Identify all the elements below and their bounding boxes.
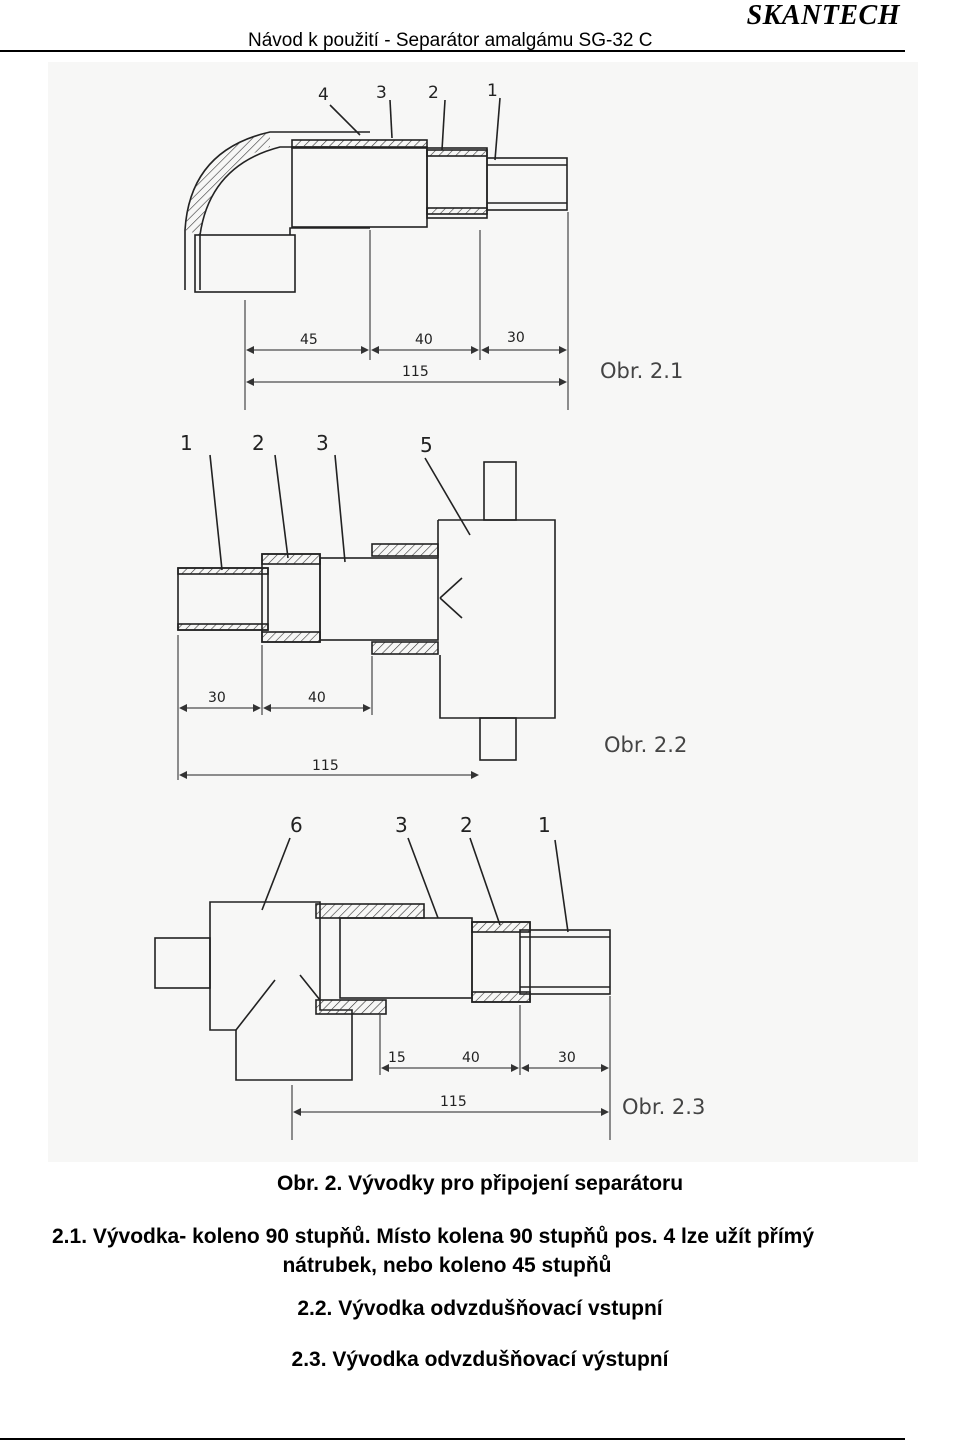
- dim-40: 40: [308, 690, 326, 706]
- dim-30: 30: [507, 330, 525, 346]
- dim-115: 115: [402, 364, 429, 380]
- callout-3: 3: [395, 813, 408, 837]
- figure-2-1-labels: 4 3 2 1 45 40 30 115: [300, 81, 525, 380]
- callout-5: 5: [420, 433, 433, 457]
- figure-2-2-labels: 1 2 3 5 30 40 115: [180, 431, 433, 774]
- section-2-1-line2: nátrubek, nebo koleno 45 stupňů: [282, 1254, 612, 1277]
- callout-1: 1: [180, 431, 193, 455]
- brand-logo: SKANTECH: [746, 0, 900, 31]
- dim-30: 30: [558, 1050, 576, 1066]
- dim-15: 15: [388, 1050, 406, 1066]
- callout-2: 2: [428, 83, 439, 103]
- figure-2-2-label: Obr. 2.2: [604, 733, 687, 757]
- callout-2: 2: [252, 431, 265, 455]
- section-2-2-text: 2.2. Vývodka odvzdušňovací vstupní: [297, 1297, 663, 1320]
- technical-drawing: 4 3 2 1 45 40 30 115 Obr. 2.1: [154, 81, 705, 1140]
- figure-2-2: [177, 454, 556, 780]
- dim-40: 40: [415, 332, 433, 348]
- section-2-1-text: 2.1. Vývodka- koleno 90 stupňů. Místo ko…: [52, 1222, 932, 1280]
- callout-3: 3: [316, 431, 329, 455]
- figure-caption: Obr. 2. Vývodky pro připojení separátoru: [276, 1172, 684, 1195]
- document-title: Návod k použití - Separátor amalgámu SG-…: [248, 30, 653, 51]
- drawing-background: [48, 62, 918, 1162]
- callout-1: 1: [538, 813, 551, 837]
- callout-3: 3: [376, 83, 387, 103]
- figure-2-1-label: Obr. 2.1: [600, 359, 683, 383]
- dim-115: 115: [312, 758, 339, 774]
- header-divider: [0, 50, 905, 52]
- footer-divider: [0, 1438, 905, 1440]
- dim-45: 45: [300, 332, 318, 348]
- callout-2: 2: [460, 813, 473, 837]
- dim-40: 40: [462, 1050, 480, 1066]
- callout-4: 4: [318, 85, 329, 105]
- figure-2-3-labels: 6 3 2 1 15 40 30 115: [290, 813, 576, 1110]
- dim-115: 115: [440, 1094, 467, 1110]
- dim-30: 30: [208, 690, 226, 706]
- callout-1: 1: [487, 81, 498, 101]
- figure-2-3: [154, 837, 611, 1140]
- callout-6: 6: [290, 813, 303, 837]
- section-2-3-text: 2.3. Vývodka odvzdušňovací výstupní: [291, 1348, 669, 1371]
- section-2-1-line1: 2.1. Vývodka- koleno 90 stupňů. Místo ko…: [52, 1225, 814, 1248]
- figure-2-1: [184, 97, 569, 410]
- figure-2-3-label: Obr. 2.3: [622, 1095, 705, 1119]
